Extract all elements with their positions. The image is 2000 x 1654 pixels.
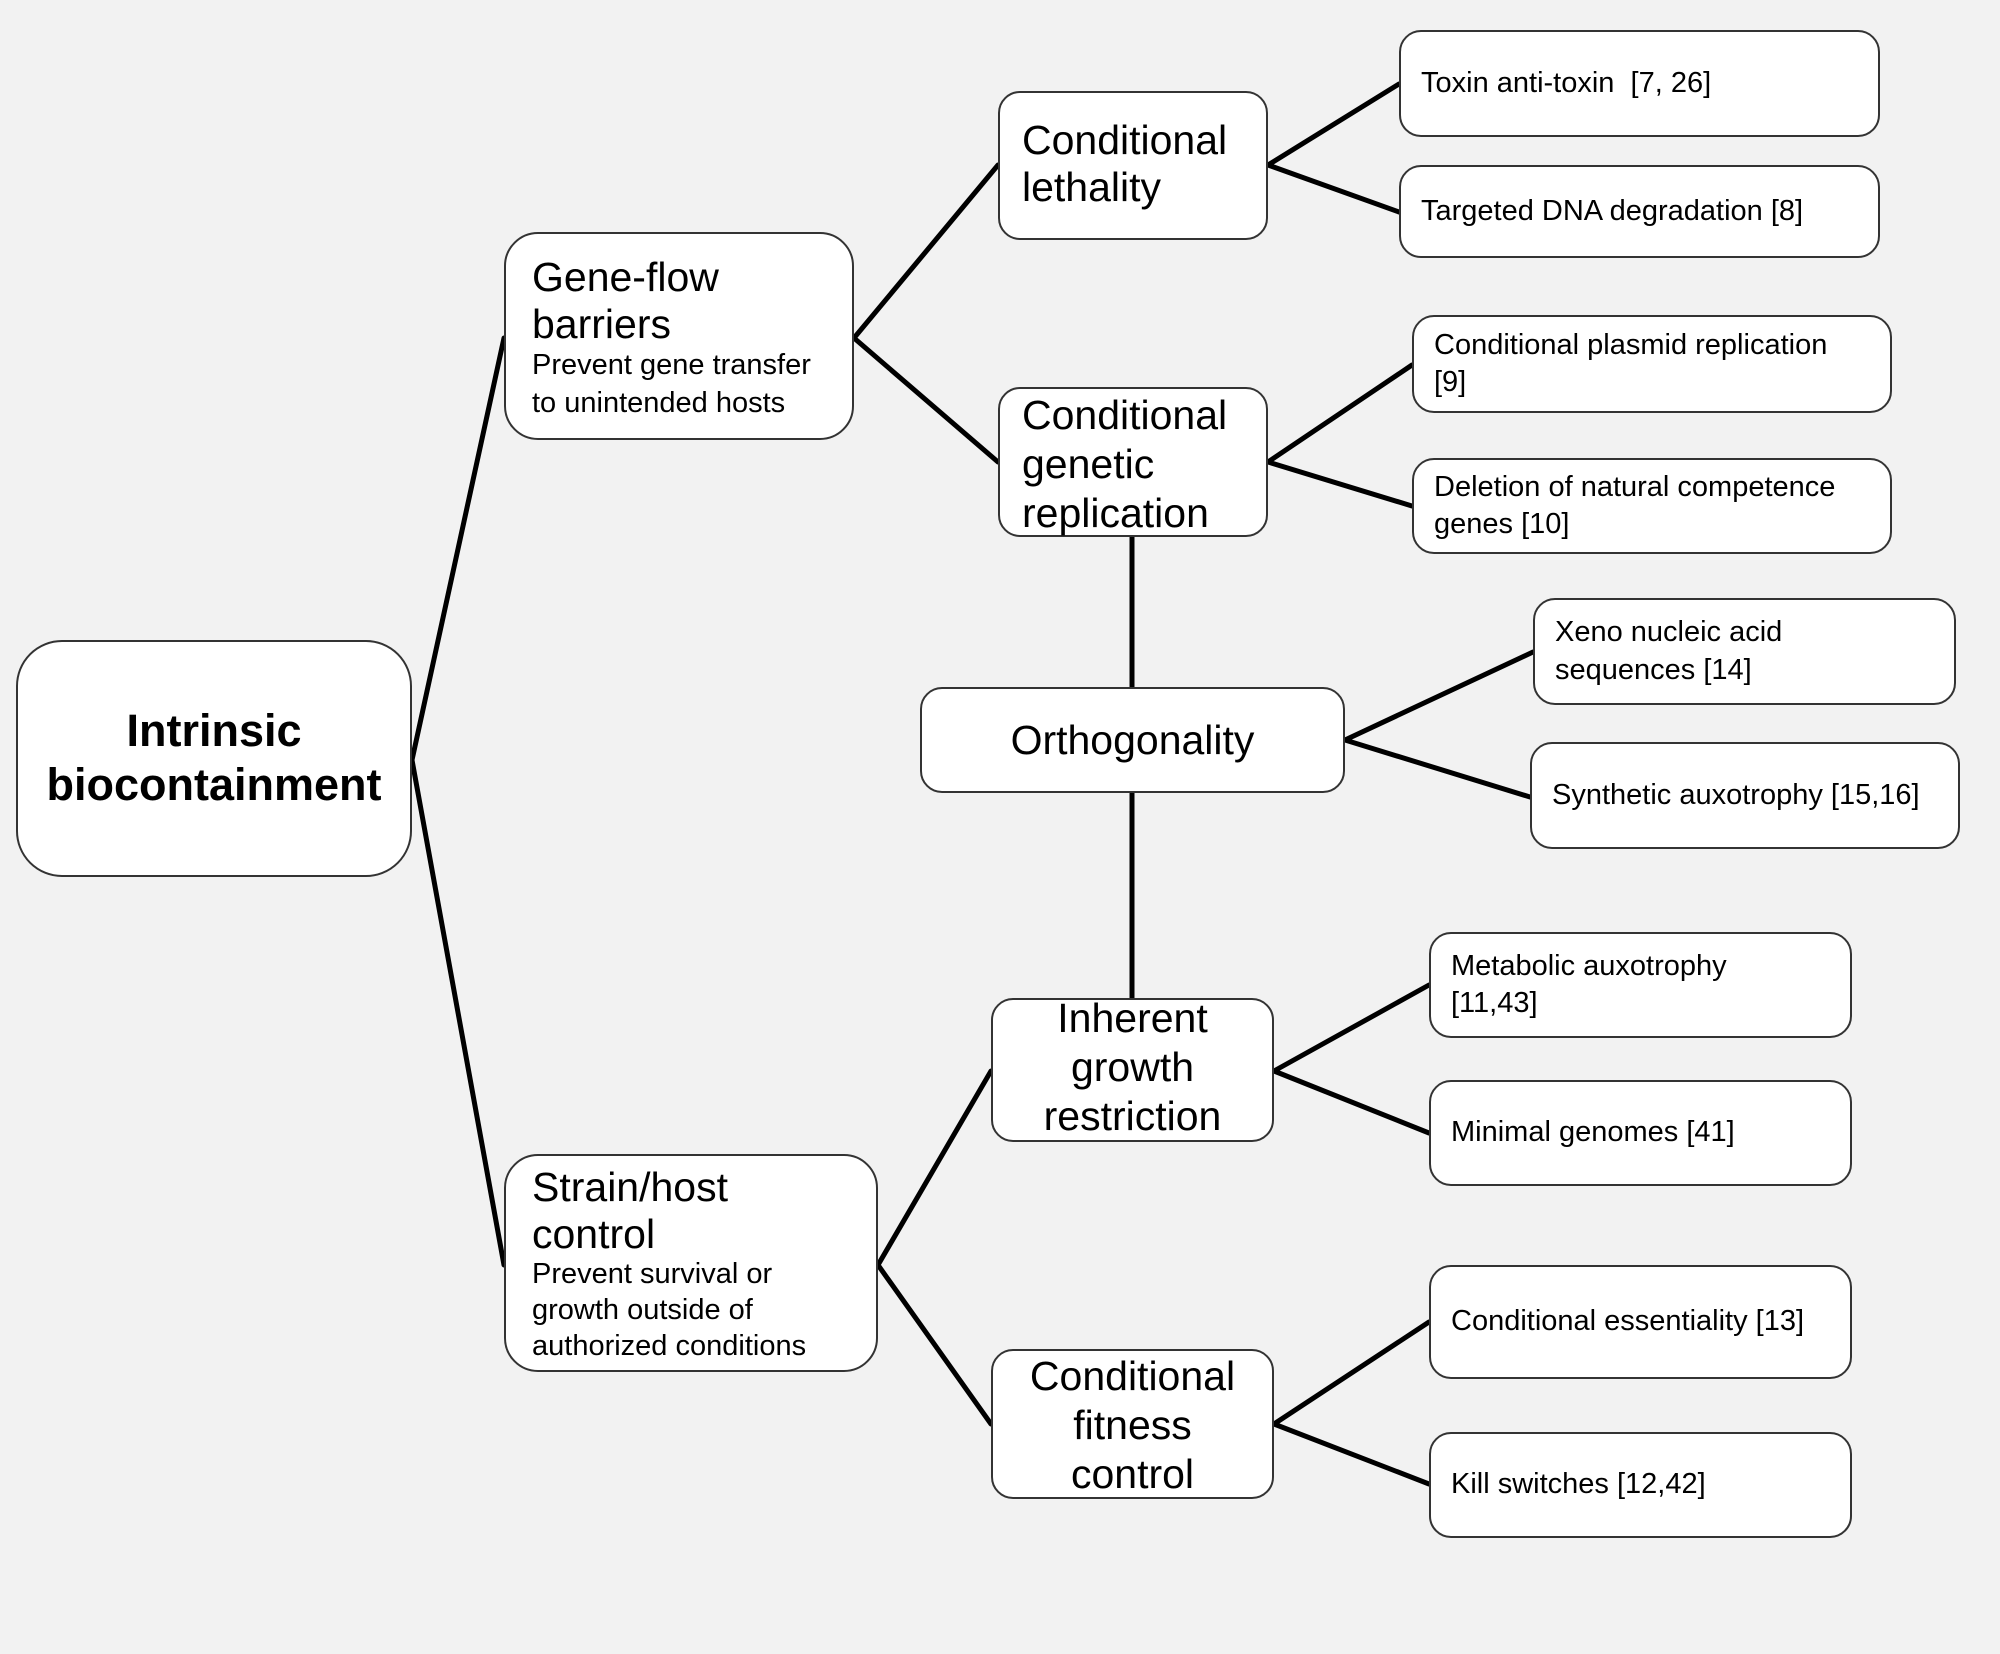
gene-flow-title: Gene-flow barriers — [532, 254, 719, 347]
growth-restriction-label: Inherent growth restriction — [1043, 995, 1222, 1140]
leaf-conditional-plasmid-replication: Conditional plasmid replication [9] — [1412, 315, 1892, 413]
leaf-conditional-essentiality: Conditional essentiality [13] — [1429, 1265, 1852, 1379]
link-geneflow-lethality — [851, 162, 1001, 341]
inherent-growth-restriction-node: Inherent growth restriction — [991, 995, 1274, 1142]
leaf-minimal-genomes-label: Minimal genomes [41] — [1451, 1116, 1735, 1149]
leaf-minimal-genomes: Minimal genomes [41] — [1429, 1080, 1852, 1186]
leaf-toxin-anti-toxin-label: Toxin anti-toxin [7, 26] — [1421, 66, 1712, 99]
gene-flow-subtitle: Prevent gene transfer to unintended host… — [532, 349, 811, 420]
link-fitness-killswitch — [1271, 1421, 1432, 1487]
link-orthogonality-xna — [1342, 649, 1536, 743]
leaf-metabolic-auxotrophy: Metabolic auxotrophy [11,43] — [1429, 932, 1852, 1038]
leaf-kill-switches-label: Kill switches [12,42] — [1451, 1468, 1706, 1501]
fitness-control-label: Conditional fitness control — [1029, 1353, 1236, 1498]
gene-flow-barriers-node: Gene-flow barriers Prevent gene transfer… — [504, 232, 854, 440]
leaf-xeno-nucleic-acid: Xeno nucleic acid sequences [14] — [1533, 598, 1956, 705]
link-orthogonality-auxotrophy — [1342, 737, 1533, 800]
link-replication-competence — [1265, 459, 1415, 509]
link-fitness-essentiality — [1271, 1319, 1432, 1427]
link-growth-minimal — [1271, 1068, 1432, 1136]
link-growth-metabolic — [1271, 982, 1432, 1074]
leaf-xeno-nucleic-acid-label: Xeno nucleic acid sequences [14] — [1555, 616, 1783, 686]
link-replication-plasmid — [1265, 362, 1415, 465]
conditional-replication-node: Conditional genetic replication — [998, 387, 1268, 537]
leaf-targeted-dna-degradation: Targeted DNA degradation [8] — [1399, 165, 1880, 258]
strain-host-control-node: Strain/host control Prevent survival or … — [504, 1154, 878, 1372]
leaf-toxin-anti-toxin: Toxin anti-toxin [7, 26] — [1399, 30, 1880, 137]
leaf-targeted-dna-degradation-label: Targeted DNA degradation [8] — [1421, 194, 1804, 227]
conditional-lethality-label: Conditional lethality — [1022, 117, 1228, 210]
leaf-deletion-natural-competence: Deletion of natural competence genes [10… — [1412, 458, 1892, 554]
strain-host-subtitle: Prevent survival or growth outside of au… — [532, 1258, 807, 1363]
conditional-replication-label: Conditional genetic replication — [1022, 392, 1228, 537]
conditional-lethality-node: Conditional lethality — [998, 91, 1268, 240]
leaf-conditional-essentiality-label: Conditional essentiality [13] — [1451, 1305, 1805, 1338]
link-root-strainhost — [409, 757, 507, 1268]
leaf-synthetic-auxotrophy: Synthetic auxotrophy [15,16] — [1530, 742, 1960, 849]
leaf-deletion-natural-competence-label: Deletion of natural competence genes [10… — [1434, 470, 1836, 540]
link-strainhost-fitness — [875, 1262, 994, 1427]
link-strainhost-growth — [875, 1068, 994, 1268]
leaf-metabolic-auxotrophy-label: Metabolic auxotrophy [11,43] — [1451, 949, 1727, 1019]
conditional-fitness-control-node: Conditional fitness control — [991, 1349, 1274, 1499]
strain-host-title: Strain/host control — [532, 1164, 728, 1257]
orthogonality-node: Orthogonality — [920, 687, 1345, 793]
link-lethality-toxin — [1265, 81, 1402, 168]
link-lethality-dna — [1265, 162, 1402, 215]
root-node: Intrinsic biocontainment — [16, 640, 412, 877]
link-geneflow-replication — [851, 335, 1001, 465]
link-root-geneflow — [409, 335, 507, 763]
leaf-synthetic-auxotrophy-label: Synthetic auxotrophy [15,16] — [1552, 778, 1920, 811]
leaf-kill-switches: Kill switches [12,42] — [1429, 1432, 1852, 1538]
orthogonality-label: Orthogonality — [1010, 716, 1255, 763]
root-label: Intrinsic biocontainment — [46, 704, 382, 811]
leaf-conditional-plasmid-replication-label: Conditional plasmid replication [9] — [1434, 328, 1828, 398]
